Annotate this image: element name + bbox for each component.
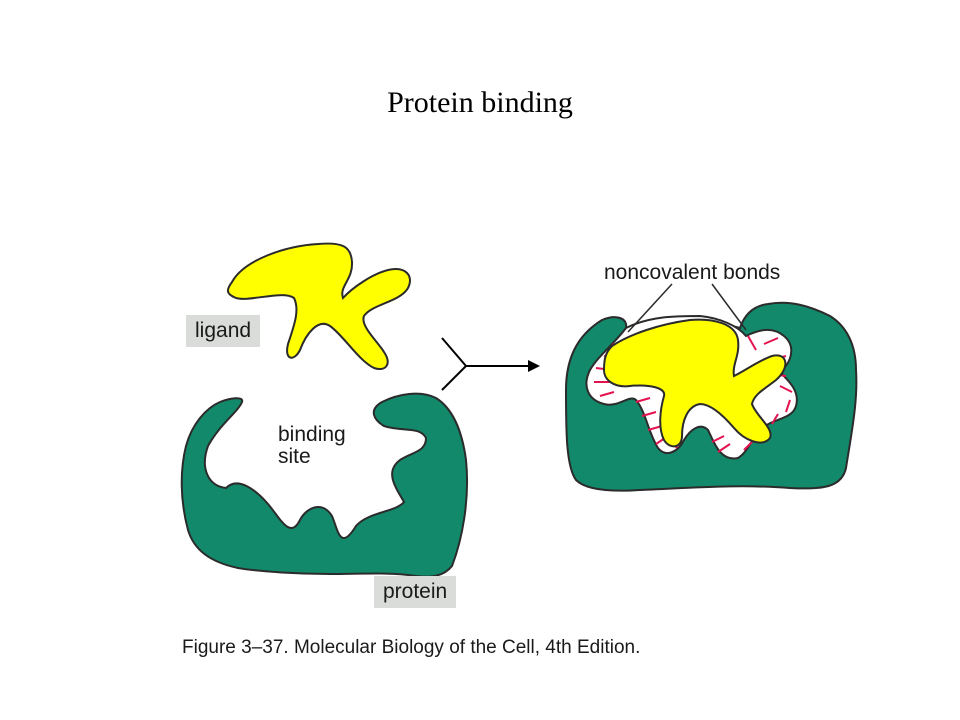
page-title: Protein binding [387,86,573,119]
reaction-arrow [441,337,532,391]
arrow-head [528,360,540,372]
complex-ligand [602,318,787,448]
noncovalent-bonds-label: noncovalent bonds [604,261,781,284]
free-ligand [226,242,411,370]
ligand-label: ligand [186,315,261,347]
noncovalent-bonds-pointers [627,283,747,333]
protein-label: protein [374,576,457,608]
binding-site-label-line1: binding [278,423,346,446]
figure-caption: Figure 3–37. Molecular Biology of the Ce… [182,637,641,658]
protein [180,392,469,578]
binding-site-label-line2: site [278,445,311,468]
binding-site-label: binding site [278,424,346,468]
